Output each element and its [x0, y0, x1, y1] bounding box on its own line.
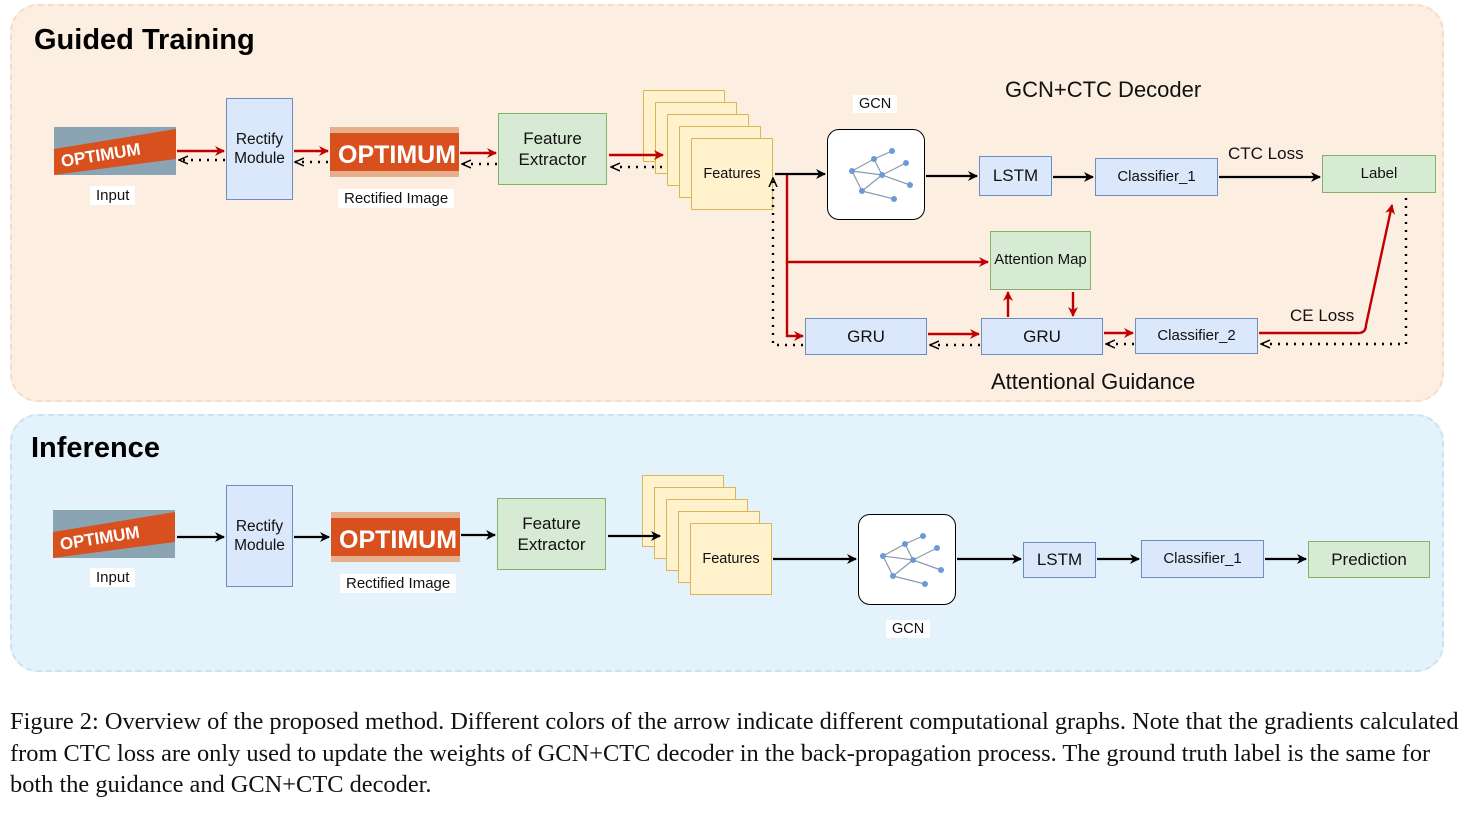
features-train: Features — [691, 138, 773, 210]
arrows-layer — [177, 146, 1408, 564]
gcn-label-inf: GCN — [886, 620, 931, 638]
label-box: Label — [1322, 155, 1436, 193]
attention-map: Attention Map — [990, 231, 1091, 290]
figure-caption: Figure 2: Overview of the proposed metho… — [10, 708, 1459, 798]
arrow — [773, 178, 803, 347]
ce-loss-label: CE Loss — [1290, 306, 1355, 325]
gcn-label-train: GCN — [853, 95, 898, 113]
classifier1-train: Classifier_1 — [1095, 158, 1218, 196]
feature-extractor-train: Feature Extractor — [498, 113, 607, 185]
input-label-inf: Input — [90, 568, 136, 587]
gcn-module-train — [827, 129, 925, 220]
features-inf: Features — [690, 523, 772, 595]
guidance-title: Attentional Guidance — [991, 369, 1196, 394]
rectified-label-inf: Rectified Image — [340, 574, 457, 593]
gru-2: GRU — [981, 318, 1103, 355]
guided-training-title: Guided Training — [34, 24, 255, 56]
prediction-box: Prediction — [1308, 541, 1430, 578]
arrow — [1261, 198, 1408, 344]
svg-text:OPTIMUM: OPTIMUM — [339, 526, 457, 554]
arrow — [1259, 204, 1395, 335]
rectified-label-train: Rectified Image — [338, 189, 455, 208]
lstm-inf: LSTM — [1023, 542, 1096, 578]
graph-icon — [849, 147, 913, 202]
rectify-module-train: Rectify Module — [226, 98, 293, 200]
input-label-train: Input — [90, 186, 136, 205]
gru-1: GRU — [805, 318, 927, 355]
input-image-inf: OPTIMUM — [53, 510, 175, 558]
classifier2: Classifier_2 — [1135, 318, 1258, 354]
ctc-loss-label: CTC Loss — [1228, 144, 1304, 163]
inference-title: Inference — [31, 432, 160, 464]
svg-text:OPTIMUM: OPTIMUM — [338, 141, 456, 169]
classifier1-inf: Classifier_1 — [1141, 540, 1264, 578]
gcn-module-inf — [858, 514, 956, 605]
input-image-train: OPTIMUM — [54, 127, 176, 175]
rectify-module-inf: Rectify Module — [226, 485, 293, 587]
rectified-image-inf: OPTIMUM — [331, 512, 460, 562]
arrow — [785, 175, 989, 267]
decoder-title: GCN+CTC Decoder — [1005, 77, 1202, 102]
rectified-image-train: OPTIMUM — [330, 127, 459, 177]
feature-extractor-inf: Feature Extractor — [497, 498, 606, 570]
arrow — [785, 262, 804, 341]
graph-icon — [880, 532, 944, 587]
lstm-train: LSTM — [979, 156, 1052, 196]
